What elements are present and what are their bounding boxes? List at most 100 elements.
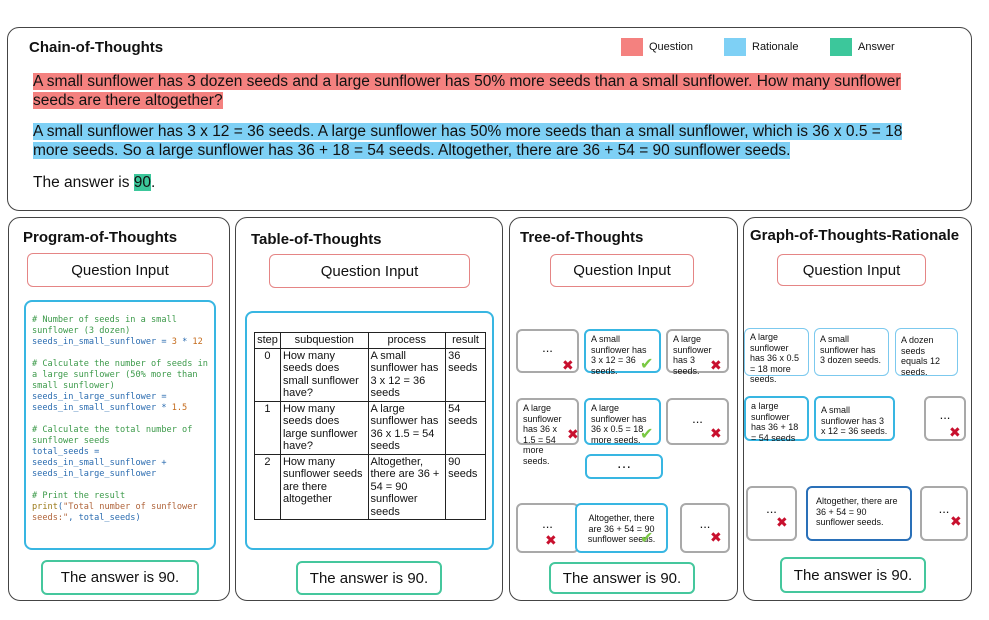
pot-code: # Number of seeds in a small sunflower (…	[32, 315, 208, 523]
tree-node-large-18-more-text: A large sunflower has 36 x 0.5 = 18 more…	[591, 403, 647, 445]
graph-node-small-3-dozen: A small sunflower has 3 dozen seeds.	[814, 328, 889, 376]
table-row: 2 How many sunflower seeds are there alt…	[254, 453, 486, 520]
tree-node-dead-2-text: ...	[692, 411, 703, 426]
tree-node-dead-2: ...	[666, 398, 729, 445]
tot-cell-step: 0	[254, 347, 281, 402]
tree-answer: The answer is 90.	[549, 562, 695, 594]
tot-header-process: process	[367, 332, 447, 349]
graph-node-large-18-more: A large sunflower has 36 x 0.5 = 18 more…	[744, 328, 809, 384]
legend-question-swatch	[621, 38, 643, 56]
graph-question-input: Question Input	[777, 254, 926, 286]
legend-answer-swatch	[830, 38, 852, 56]
tot-cell-subquestion: How many seeds does large sunflower have…	[279, 400, 369, 455]
cross-icon: ✖	[562, 357, 574, 373]
graph-node-dead-3-text: ...	[938, 501, 950, 516]
cross-icon: ✖	[710, 529, 722, 545]
tree-node-large-54-more-text: A large sunflower has 36 x 1.5 = 54 more…	[523, 403, 562, 466]
tree-node-dead-3: ...	[516, 503, 579, 553]
cot-title: Chain-of-Thoughts	[29, 39, 164, 56]
cross-icon: ✖	[545, 532, 557, 548]
tree-node-continue: …	[585, 454, 663, 479]
cross-icon: ✖	[949, 424, 961, 440]
tree-node-large-3: A large sunflower has 3 seeds.	[666, 329, 729, 376]
tree-node-large-54-more: A large sunflower has 36 x 1.5 = 54 more…	[516, 398, 579, 466]
tot-header-row: step subquestion process result	[254, 332, 486, 349]
graph-of-thoughts-title: Graph-of-Thoughts-Rationale	[750, 227, 960, 244]
tot-cell-result: 54 seeds	[445, 400, 486, 455]
graph-node-dozen-equals-12-text: A dozen seeds equals 12 seeds.	[901, 335, 941, 377]
cot-answer: The answer is 90.	[33, 173, 933, 192]
graph-node-small-3-dozen-text: A small sunflower has 3 dozen seeds.	[820, 334, 882, 365]
graph-node-small-36: A small sunflower has 3 x 12 = 36 seeds.	[814, 396, 895, 441]
cot-question: A small sunflower has 3 dozen seeds and …	[33, 72, 933, 110]
cot-answer-value: 90	[133, 174, 152, 191]
cot-question-text: A small sunflower has 3 dozen seeds and …	[33, 73, 901, 109]
tot-cell-result: 90 seeds	[445, 453, 486, 520]
tree-node-large-18-more: A large sunflower has 36 x 0.5 = 18 more…	[584, 398, 661, 445]
tot-header-result: result	[445, 332, 486, 349]
cot-rationale-text: A small sunflower has 3 x 12 = 36 seeds.…	[33, 123, 903, 159]
cot-rationale: A small sunflower has 3 x 12 = 36 seeds.…	[33, 122, 933, 160]
graph-answer: The answer is 90.	[780, 557, 926, 593]
tree-node-small-36-text: A small sunflower has 3 x 12 = 36 seeds.	[591, 334, 647, 376]
graph-node-dead-3: ...	[920, 486, 968, 541]
graph-node-large-54: a large sunflower has 36 + 18 = 54 seeds	[744, 396, 809, 443]
pot-question-input: Question Input	[27, 253, 213, 287]
tot-table: step subquestion process result 0 How ma…	[254, 332, 486, 520]
tree-node-large-3-text: A large sunflower has 3 seeds.	[673, 334, 712, 376]
graph-node-large-54-text: a large sunflower has 36 + 18 = 54 seeds	[751, 401, 799, 443]
graph-node-dozen-equals-12: A dozen seeds equals 12 seeds.	[895, 328, 958, 377]
tot-header-step: step	[254, 332, 281, 349]
cross-icon: ✖	[567, 426, 579, 442]
graph-node-large-18-more-text: A large sunflower has 36 x 0.5 = 18 more…	[750, 332, 800, 384]
graph-node-final-text: Altogether, there are 36 + 54 = 90 sunfl…	[816, 496, 898, 527]
tree-node-dead-1: ...	[516, 329, 579, 373]
tree-node-small-36: A small sunflower has 3 x 12 = 36 seeds.	[584, 329, 661, 376]
table-row: 1 How many seeds does large sunflower ha…	[254, 400, 486, 455]
tot-cell-result: 36 seeds	[445, 347, 486, 402]
legend-answer: Answer	[830, 38, 895, 56]
graph-node-final: Altogether, there are 36 + 54 = 90 sunfl…	[806, 486, 912, 541]
tot-cell-step: 1	[254, 400, 281, 455]
tot-answer: The answer is 90.	[296, 561, 442, 595]
tot-header-subquestion: subquestion	[279, 332, 369, 349]
legend-answer-label: Answer	[858, 41, 895, 53]
tot-cell-process: A large sunflower has 36 x 1.5 = 54 seed…	[367, 400, 447, 455]
tree-node-final: Altogether, there are 36 + 54 = 90 sunfl…	[575, 503, 668, 553]
tot-question-input: Question Input	[269, 254, 470, 288]
legend-rationale: Rationale	[724, 38, 798, 56]
tree-of-thoughts-title: Tree-of-Thoughts	[520, 229, 644, 246]
legend-question-label: Question	[649, 41, 694, 53]
tree-node-final-text: Altogether, there are 36 + 54 = 90 sunfl…	[587, 513, 656, 544]
tot-cell-process: A small sunflower has 3 x 12 = 36 seeds	[367, 347, 447, 402]
graph-node-small-36-text: A small sunflower has 3 x 12 = 36 seeds.	[821, 405, 888, 436]
legend-question: Question	[621, 38, 693, 56]
tot-cell-subquestion: How many seeds does small sunflower have…	[279, 347, 369, 402]
tot-cell-subquestion: How many sunflower seeds are there altog…	[279, 453, 369, 520]
graph-node-dead-2: ...	[746, 486, 797, 541]
cot-answer-suffix: .	[151, 174, 156, 191]
pot-answer: The answer is 90.	[41, 560, 199, 595]
tot-cell-process: Altogether, there are 36 + 54 = 90 sunfl…	[367, 453, 447, 520]
check-icon: ✔	[640, 530, 654, 547]
table-row: 0 How many seeds does small sunflower ha…	[254, 347, 486, 402]
tree-node-dead-4: ...	[680, 503, 730, 553]
graph-node-dead-1-text: ...	[939, 407, 951, 422]
legend-rationale-swatch	[724, 38, 746, 56]
tot-cell-step: 2	[254, 453, 281, 520]
check-icon: ✔	[640, 356, 654, 373]
tree-node-dead-4-text: ...	[699, 516, 711, 531]
tree-question-input: Question Input	[550, 254, 694, 287]
tree-node-continue-text: …	[616, 455, 632, 472]
graph-node-dead-1: ...	[924, 396, 966, 441]
tree-node-dead-3-text: ...	[542, 516, 553, 531]
pot-code-block: # Number of seeds in a small sunflower (…	[24, 300, 216, 550]
legend-rationale-label: Rationale	[752, 41, 799, 53]
cross-icon: ✖	[776, 514, 788, 530]
cot-panel	[7, 27, 972, 211]
graph-node-dead-2-text: ...	[766, 501, 777, 516]
cross-icon: ✖	[710, 425, 722, 441]
check-icon: ✔	[640, 426, 654, 443]
cross-icon: ✖	[950, 513, 962, 529]
cot-answer-prefix: The answer is	[33, 174, 134, 191]
